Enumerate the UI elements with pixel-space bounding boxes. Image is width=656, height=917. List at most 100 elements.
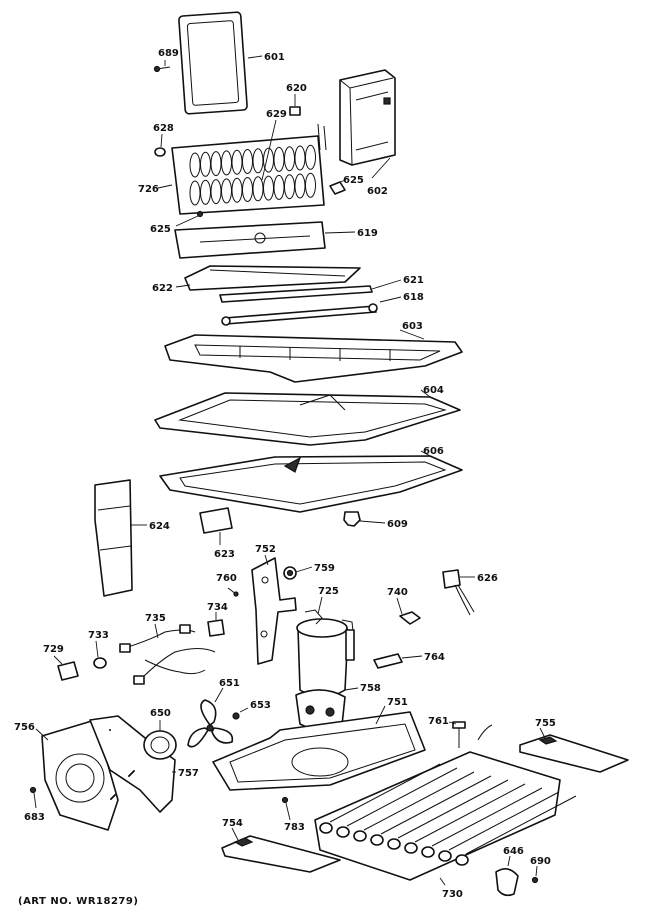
- label-602: 602: [367, 186, 388, 197]
- part-730-condenser: [314, 724, 577, 886]
- condenser-tube: [346, 767, 458, 827]
- coil-fin: [263, 175, 274, 201]
- part-625-screw: [175, 179, 347, 227]
- condenser-tube: [397, 779, 509, 839]
- condenser-tube: [431, 787, 543, 847]
- coil-fin: [263, 147, 274, 173]
- condenser-tube: [329, 763, 441, 823]
- art-number: (ART NO. WR18279): [18, 896, 138, 907]
- baffle-texture: [114, 794, 116, 796]
- label-650: 650: [150, 708, 171, 719]
- part-760-screw: [227, 587, 239, 597]
- part-623-pad: [199, 507, 233, 545]
- coil-fin: [305, 144, 316, 170]
- part-733-terminal: [93, 640, 107, 669]
- coil-fin: [189, 180, 201, 206]
- label-734: 734: [207, 602, 228, 613]
- part-604-tray: [154, 389, 461, 446]
- part-753-screw: [281, 796, 291, 821]
- label-628: 628: [153, 123, 174, 134]
- part-622-trough: [175, 265, 361, 291]
- label-740: 740: [387, 587, 408, 598]
- part-609-fitting: [343, 511, 386, 527]
- baffle-texture: [133, 770, 135, 772]
- part-735-harness: [119, 623, 216, 685]
- condenser-bend: [370, 834, 384, 846]
- coil-fin: [305, 172, 316, 198]
- coil-fin: [294, 145, 306, 171]
- label-733: 733: [88, 630, 109, 641]
- label-623: 623: [214, 549, 235, 560]
- label-752: 752: [255, 544, 276, 555]
- part-626-relay: [442, 569, 475, 616]
- part-740-clip: [396, 597, 421, 625]
- part-759-grommet: [283, 566, 313, 580]
- condenser-bend: [353, 830, 367, 842]
- part-690-screw: [531, 865, 539, 884]
- part-650-motor: [143, 720, 177, 760]
- label-629: 629: [266, 109, 287, 120]
- coil-fin: [200, 151, 211, 177]
- label-626: 626: [477, 573, 498, 584]
- condenser-bend: [455, 854, 469, 866]
- label-783: 783: [284, 822, 305, 833]
- coil-fin: [242, 149, 253, 174]
- part-646-foot: [495, 855, 519, 897]
- label-757: 757: [178, 768, 199, 779]
- label-609: 609: [387, 519, 408, 530]
- part-619-cover: [174, 221, 356, 259]
- part-751-base: [212, 705, 426, 791]
- coil-fin: [252, 148, 264, 174]
- label-618: 618: [403, 292, 424, 303]
- coil-fin: [231, 149, 243, 175]
- label-653: 653: [250, 700, 271, 711]
- part-726-evaporator: [157, 119, 327, 215]
- label-735: 735: [145, 613, 166, 624]
- part-labels: 689 601 620 628 629 726 625 602 625 619 …: [14, 48, 556, 907]
- part-725-compressor: [296, 596, 355, 698]
- coil-fin: [284, 174, 295, 200]
- coil-fin: [231, 177, 243, 203]
- coil-fin: [273, 174, 285, 200]
- part-754-plate: [221, 827, 341, 873]
- coil-fin: [221, 178, 232, 204]
- condenser-tube: [380, 775, 492, 835]
- part-683-screw: [29, 786, 37, 809]
- label-689: 689: [158, 48, 179, 59]
- part-764-plate: [373, 653, 423, 669]
- coil-fin: [210, 151, 222, 177]
- part-601-panel: [178, 11, 263, 115]
- label-754: 754: [222, 818, 243, 829]
- part-734-connector: [207, 612, 225, 637]
- coil-fin: [221, 150, 232, 176]
- label-760: 760: [216, 573, 237, 584]
- part-651-fan-blade: [187, 687, 234, 748]
- condenser-bend: [404, 842, 418, 854]
- part-624-duct: [94, 479, 147, 597]
- label-604: 604: [423, 385, 444, 396]
- condenser-tube: [448, 791, 560, 851]
- label-646: 646: [503, 846, 524, 857]
- part-602-housing: [339, 69, 396, 179]
- label-625a: 625: [343, 175, 364, 186]
- label-619: 619: [357, 228, 378, 239]
- label-625b: 625: [150, 224, 171, 235]
- part-603-shelf: [164, 329, 463, 383]
- label-755: 755: [535, 718, 556, 729]
- label-751: 751: [387, 697, 408, 708]
- part-729-overload: [53, 655, 79, 681]
- label-621: 621: [403, 275, 424, 286]
- part-606-pan: [159, 450, 463, 513]
- label-606: 606: [423, 446, 444, 457]
- label-725: 725: [318, 586, 339, 597]
- part-620-clip: [289, 94, 301, 116]
- label-622: 622: [152, 283, 173, 294]
- condenser-bend: [438, 850, 452, 862]
- condenser-bend: [387, 838, 401, 850]
- coil-fin: [242, 177, 253, 202]
- label-620: 620: [286, 83, 307, 94]
- coil-fin: [210, 179, 222, 205]
- coil-fin: [189, 152, 201, 178]
- part-755-plate: [519, 727, 629, 773]
